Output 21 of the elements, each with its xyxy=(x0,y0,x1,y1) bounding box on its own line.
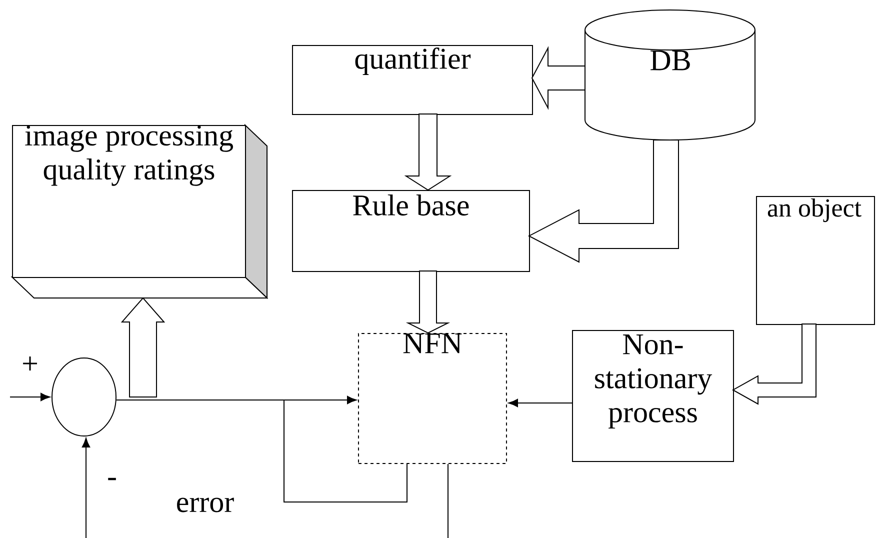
process-box: quantifier xyxy=(292,45,533,115)
arrow xyxy=(508,398,572,408)
arrow xyxy=(116,396,357,404)
process-box: Rule base xyxy=(292,190,530,272)
object-box: an object xyxy=(756,196,875,325)
block-arrow xyxy=(528,140,679,263)
block-arrow xyxy=(120,297,166,398)
network-box: NFN xyxy=(358,332,507,464)
arrow xyxy=(10,392,50,402)
text-label: error xyxy=(177,498,234,512)
connector-line xyxy=(284,399,408,502)
process-box: Non- stationary process xyxy=(572,330,734,462)
summing-circle xyxy=(52,357,116,436)
sign-label: - xyxy=(108,478,116,480)
block-arrow xyxy=(732,323,816,405)
block-arrow xyxy=(404,114,452,191)
database-cylinder: DB xyxy=(584,10,756,140)
block-arrow xyxy=(531,46,586,110)
arrow xyxy=(82,438,90,538)
sign-label: + xyxy=(23,356,37,370)
block-arrow xyxy=(406,270,450,334)
